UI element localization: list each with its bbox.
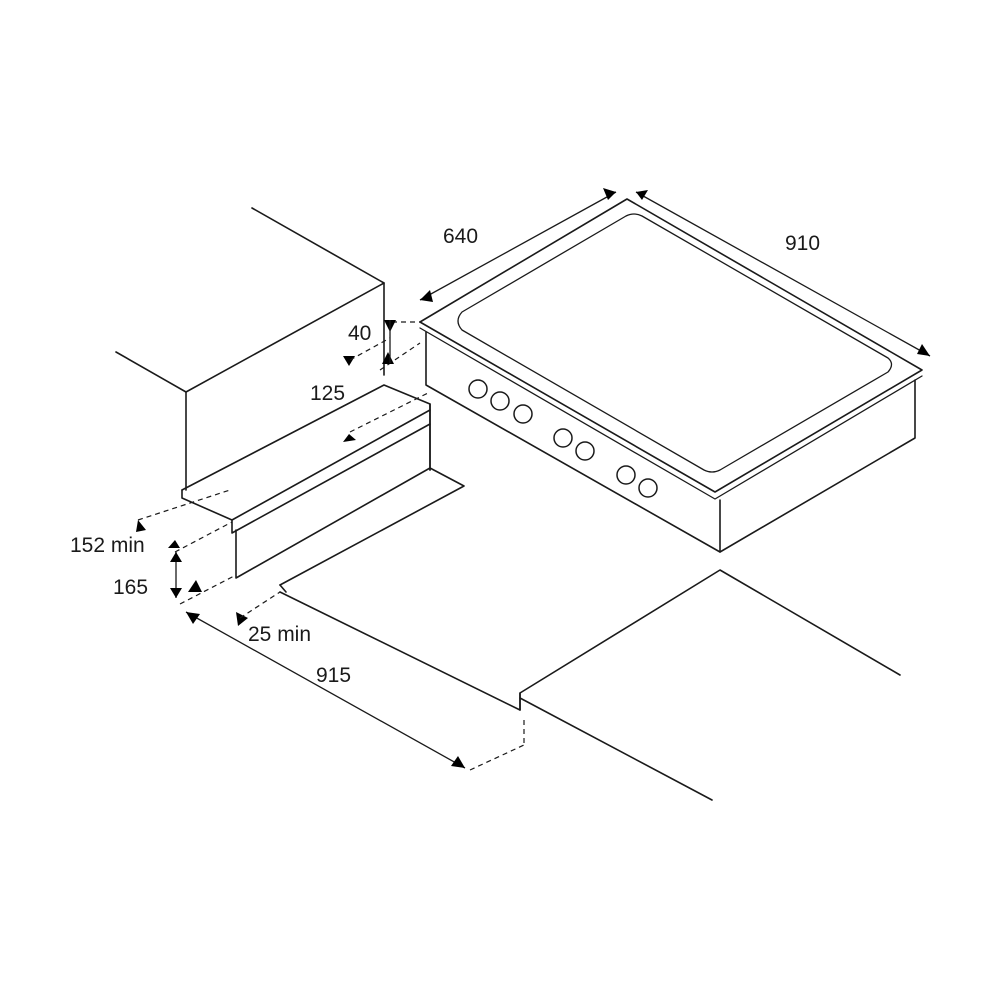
knob-1	[468, 379, 488, 399]
label-cutout-width: 915	[316, 664, 351, 687]
label-rear-clearance: 25 min	[248, 623, 311, 646]
label-side-clearance: 152 min	[70, 534, 145, 557]
dimension-lines	[136, 188, 931, 771]
label-hob-height: 40	[348, 322, 371, 345]
wall-cabinet	[115, 207, 385, 491]
control-knobs	[468, 379, 658, 498]
label-cabinet-gap: 125	[310, 382, 345, 405]
knob-5	[575, 441, 595, 461]
counter-slab	[279, 569, 901, 801]
knob-2	[490, 391, 510, 411]
knob-7	[638, 478, 658, 498]
label-hob-depth: 640	[443, 225, 478, 248]
label-side-height: 165	[113, 576, 148, 599]
label-hob-width: 910	[785, 232, 820, 255]
hob	[419, 198, 923, 553]
knob-3	[513, 404, 533, 424]
countertop-recess	[181, 384, 465, 593]
knob-6	[616, 465, 636, 485]
knob-4	[553, 428, 573, 448]
